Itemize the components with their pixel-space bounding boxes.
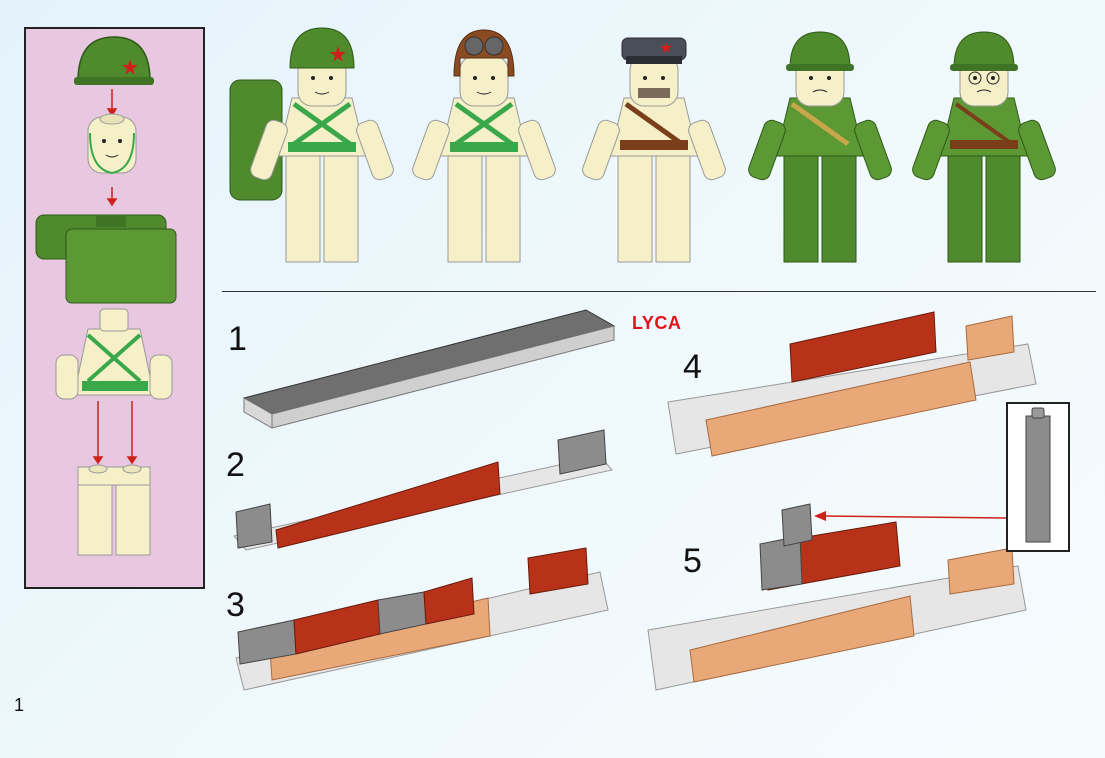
assembly-parts — [35, 36, 177, 556]
minifig-green-officer — [909, 31, 1059, 263]
red-star-icon — [122, 59, 138, 75]
part-callout-box — [1006, 402, 1070, 552]
step-number-1: 1 — [228, 320, 247, 358]
step-3-build — [235, 547, 609, 691]
minifig-soldier-backpack — [229, 27, 397, 263]
minifig-lineup — [229, 27, 1059, 263]
step-number-3: 3 — [226, 586, 245, 624]
section-divider — [222, 291, 1096, 292]
minifig-aviator — [409, 29, 559, 263]
red-star-icon — [660, 42, 672, 53]
torso-part — [55, 308, 173, 400]
head-part — [87, 113, 137, 175]
step-4-build — [667, 311, 1037, 457]
callout-arrow-icon — [814, 511, 1007, 521]
minifig-green-soldier — [745, 31, 895, 263]
step-number-4: 4 — [683, 348, 702, 386]
helmet-part — [74, 36, 154, 85]
tall-grey-brick — [1025, 407, 1051, 543]
step-1-build — [242, 309, 616, 429]
page-number: 1 — [14, 695, 25, 715]
step-number-5: 5 — [683, 542, 702, 580]
brand-label: LYCA — [632, 313, 682, 333]
minifig-assembly-panel — [24, 27, 205, 589]
backpack-part — [35, 214, 177, 304]
step-number-2: 2 — [226, 446, 245, 484]
step-5-build — [647, 503, 1027, 691]
step-2-build — [233, 429, 613, 551]
legs-part — [77, 464, 151, 556]
red-star-icon — [330, 46, 346, 62]
minifig-officer — [579, 37, 729, 263]
